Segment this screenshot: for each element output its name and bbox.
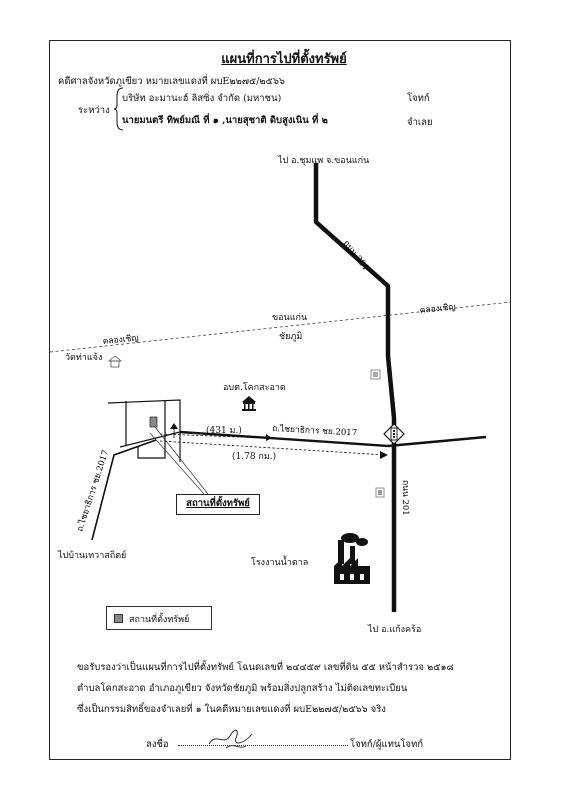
road-2017-label: ถ.ไชยาธิการ ชย.2017 bbox=[272, 423, 358, 438]
distance-short: (431 ม.) bbox=[206, 426, 242, 436]
legend-swatch bbox=[114, 614, 123, 623]
arrow-head-up bbox=[170, 423, 178, 429]
shop-icon-fill bbox=[378, 490, 382, 495]
distance-long: (1.78 กม.) bbox=[232, 452, 277, 462]
road-2017-west bbox=[91, 439, 157, 541]
map-legend: สถานที่ตั้งทรัพย์ bbox=[106, 606, 212, 630]
plaintiff-role: โจทก์ bbox=[407, 93, 430, 104]
village-road-1 bbox=[107, 399, 181, 462]
signature-label: ลงชื่อ bbox=[146, 739, 169, 750]
highway-201-label-lower: ถนน 201 bbox=[400, 480, 410, 516]
property-callout: สถานที่ตั้งทรัพย์ bbox=[176, 494, 260, 515]
government-office-icon bbox=[242, 396, 256, 411]
highway-201-label-upper: ถนน 201 bbox=[341, 239, 371, 273]
sugar-factory-label: โรงงานน้ำตาล bbox=[251, 558, 309, 568]
legend-label: สถานที่ตั้งทรัพย์ bbox=[129, 615, 190, 625]
factory-icon bbox=[334, 533, 370, 584]
canal-label-left: คลองเชิญ bbox=[102, 333, 139, 347]
page-title: แผนที่การไปที่ตั้งทรัพย์ bbox=[221, 52, 347, 67]
temple-icon bbox=[107, 355, 123, 368]
defendant-role: จำเลย bbox=[407, 117, 433, 128]
arrow-head-long bbox=[380, 451, 388, 459]
certify-line-1: ขอรับรองว่าเป็นแผนที่การไปที่ตั้งทรัพย์ … bbox=[77, 662, 454, 673]
junction-marker bbox=[383, 423, 405, 445]
property-marker bbox=[149, 416, 158, 428]
plaintiff-name: บริษัท อะมานะฮ์ ลิสซิ่ง จำกัด (มหาชน) bbox=[122, 93, 282, 104]
south-destination: ไป อ.แก้งคร้อ bbox=[368, 625, 422, 635]
north-destination: ไป อ.ชุมแพ จ.ขอนแก่น bbox=[278, 156, 370, 166]
highway-201 bbox=[313, 163, 397, 612]
certify-line-3: ซึ่งเป็นกรรมสิทธิ์ของจำเลยที่ ๑ ในคดีหมา… bbox=[77, 704, 386, 715]
village-road-3 bbox=[137, 400, 166, 459]
shop-icon bbox=[375, 487, 385, 498]
distance-arrow-long bbox=[159, 440, 387, 456]
signature-line bbox=[178, 745, 348, 746]
between-label: ระหว่าง bbox=[78, 105, 110, 116]
signature-role: โจทก์/ผู้แทนโจทก์ bbox=[350, 739, 424, 750]
arrow-head-short bbox=[266, 434, 272, 441]
canal-label-right: คลองเชิญ bbox=[419, 302, 456, 316]
case-number: คดีศาลจังหวัดภูเขียว หมายเลขแดงที่ ผบE๒๒… bbox=[58, 76, 285, 87]
defendant-name: นายมนตรี ทิพย์มณี ที่ ๑ ,นายสุชาติ ดิบสู… bbox=[122, 115, 328, 126]
signature-mark bbox=[208, 729, 253, 749]
building-icon bbox=[370, 369, 381, 380]
province-north-label: ขอนแก่น bbox=[272, 313, 308, 323]
property-leader-1 bbox=[154, 426, 209, 495]
road-2017-main bbox=[179, 430, 487, 448]
road-2017-west-label: ถ.ไชยาธิการ ชย.2017 bbox=[74, 449, 111, 533]
building-icon-fill bbox=[373, 372, 378, 377]
temple-label: วัดท่าแจ้ง bbox=[65, 353, 103, 363]
province-south-label: ชัยภูมิ bbox=[279, 332, 303, 342]
province-boundary bbox=[49, 301, 512, 353]
tao-office-label: อบต.โคกสะอาด bbox=[223, 383, 286, 393]
west-destination: ไปบ้านเทวาสถิตย์ bbox=[58, 551, 127, 561]
between-brace bbox=[114, 87, 124, 131]
property-leader-2 bbox=[149, 432, 205, 495]
page-frame bbox=[49, 40, 511, 760]
certify-line-2: ตำบลโคกสะอาด อำเภอภูเขียว จังหวัดชัยภูมิ… bbox=[77, 683, 408, 694]
